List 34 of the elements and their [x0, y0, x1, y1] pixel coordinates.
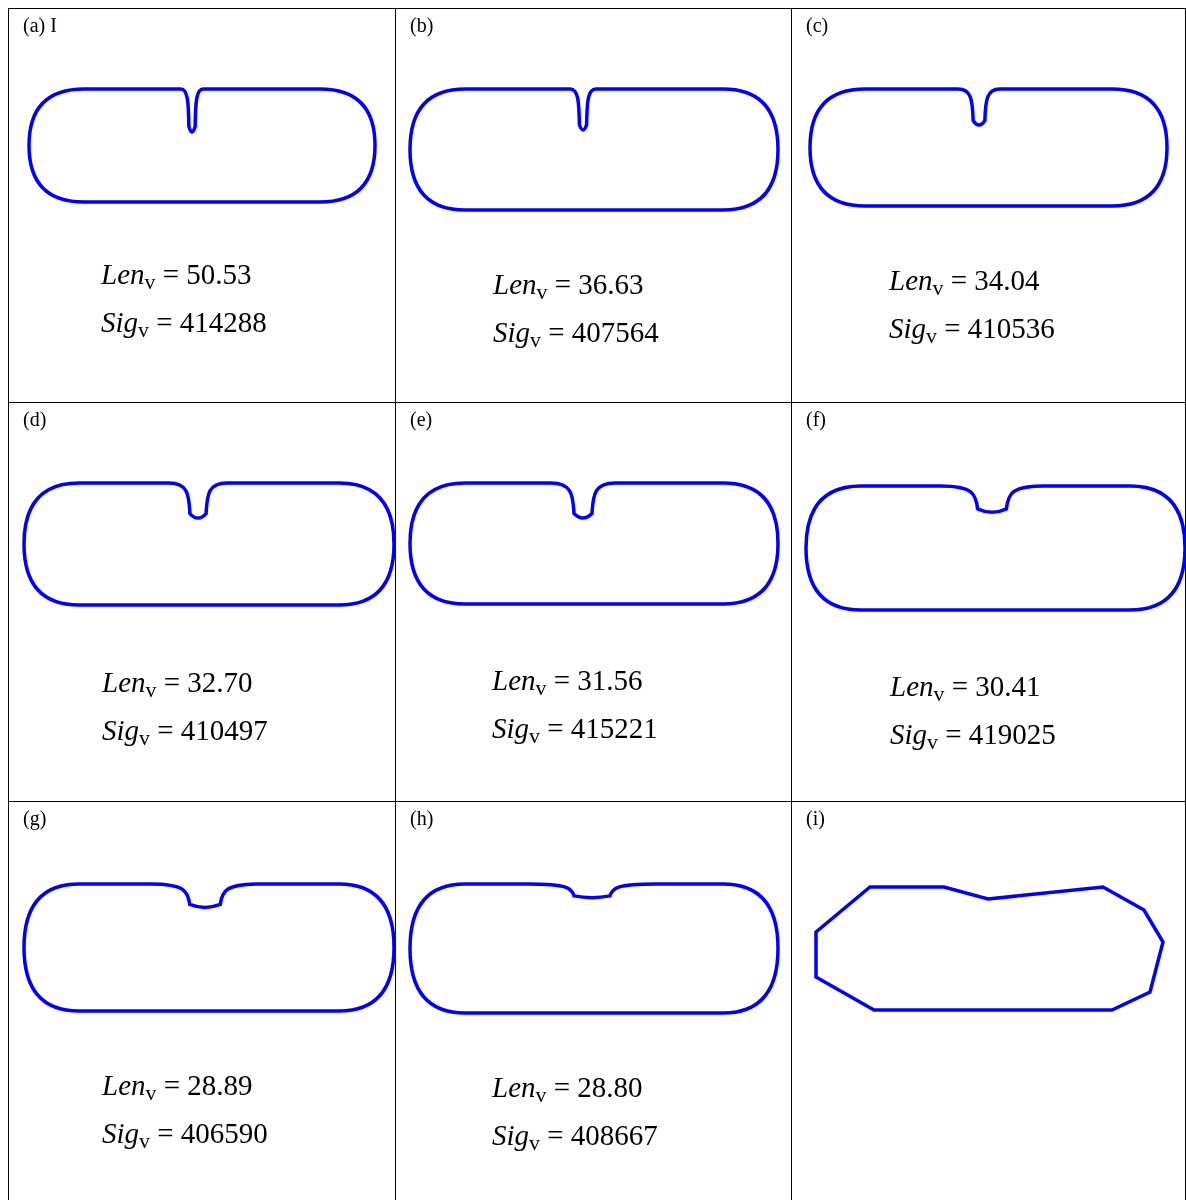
- panel: [8, 8, 395, 402]
- formula: Sig$_{v}$ = 415221: [492, 711, 658, 745]
- formula: Sig$_{v}$ = 414288: [101, 305, 267, 339]
- panel-label: (c): [806, 13, 829, 37]
- panel: [395, 402, 791, 801]
- panel-label: (h): [410, 806, 434, 830]
- formula: Sig$_{v}$ = 419025: [890, 717, 1056, 751]
- panel-label: (e): [410, 407, 433, 431]
- panel-label: (g): [23, 806, 47, 830]
- panel-label: (i): [806, 806, 825, 830]
- formula: Len$_{v}$ = 34.04: [889, 263, 1040, 297]
- formula: Len$_{v}$ = 28.89: [102, 1068, 253, 1102]
- panel-label: (a) I: [23, 13, 57, 37]
- panel-label: (b): [410, 13, 434, 37]
- panel: [791, 402, 1186, 801]
- panel: [8, 801, 395, 1200]
- formula: Len$_{v}$ = 50.53: [101, 257, 252, 291]
- panel: [395, 8, 791, 402]
- formula: Sig$_{v}$ = 410536: [889, 311, 1055, 345]
- panel: [8, 402, 395, 801]
- formula: Sig$_{v}$ = 410497: [102, 713, 268, 747]
- panel-label: (f): [806, 407, 826, 431]
- panel: [395, 801, 791, 1200]
- formula: Len$_{v}$ = 30.41: [890, 669, 1041, 703]
- formula: Len$_{v}$ = 32.70: [102, 665, 253, 699]
- formula: Len$_{v}$ = 31.56: [492, 663, 643, 697]
- panel: [791, 801, 1186, 1200]
- formula: Len$_{v}$ = 36.63: [493, 267, 644, 301]
- formula: Len$_{v}$ = 28.80: [492, 1070, 643, 1104]
- formula: Sig$_{v}$ = 408667: [492, 1118, 658, 1152]
- panel: [791, 8, 1186, 402]
- panel-label: (d): [23, 407, 47, 431]
- formula: Sig$_{v}$ = 406590: [102, 1116, 268, 1150]
- formula: Sig$_{v}$ = 407564: [493, 315, 659, 349]
